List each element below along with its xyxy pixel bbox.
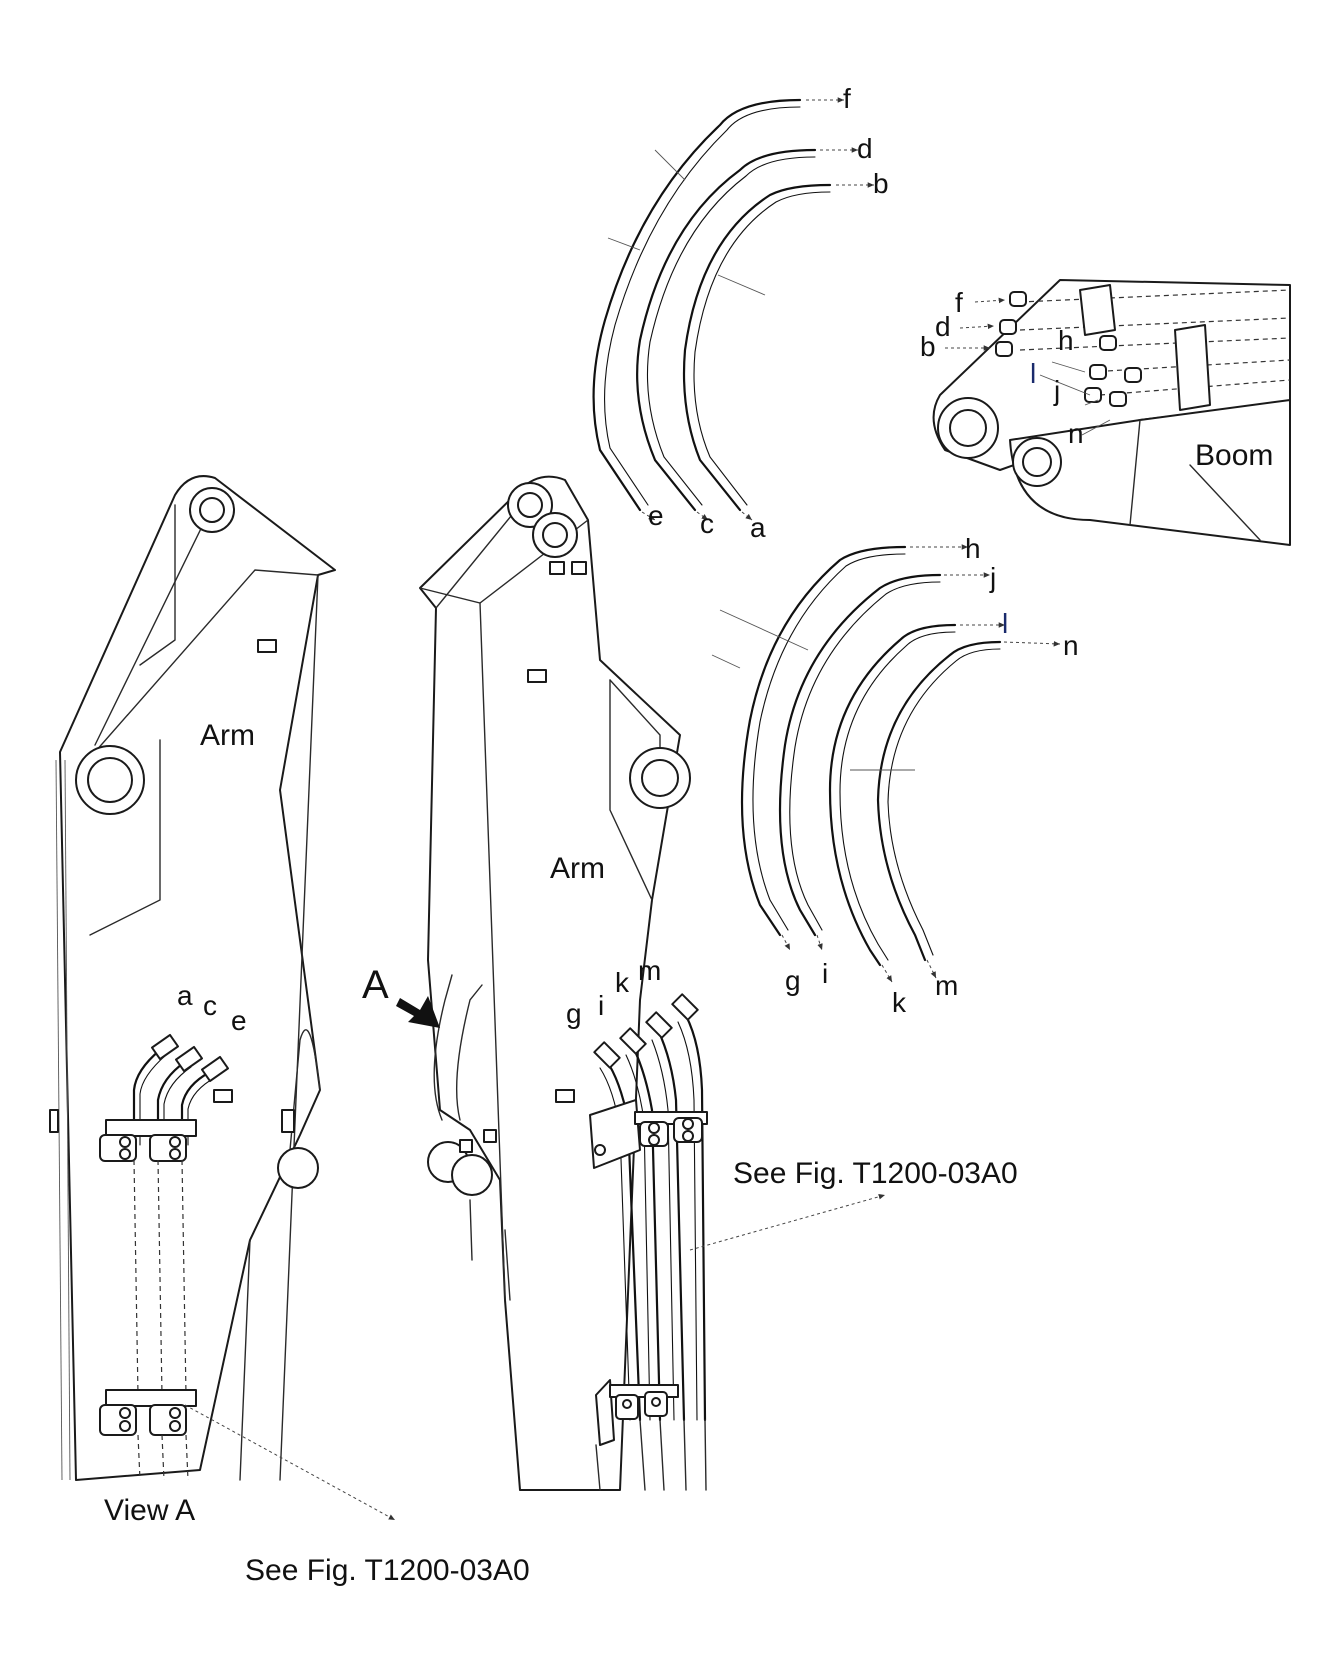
hose-label-b-boom: b: [920, 331, 936, 362]
hose-label-c-view: c: [203, 990, 217, 1021]
view-a-arrow-label: A: [362, 963, 389, 1007]
hose-label-i-right: i: [822, 958, 828, 989]
see-fig-label-center: See Fig. T1200-03A0: [733, 1157, 1018, 1190]
hose-label-d-boom: d: [935, 311, 951, 342]
hose-label-k-center: k: [615, 967, 630, 998]
hose-label-n-right: n: [1063, 630, 1079, 661]
hose-label-l-right: l: [1002, 608, 1008, 639]
view-a-label: View A: [104, 1494, 195, 1527]
hose-label-g-center: g: [566, 998, 582, 1029]
hose-label-h-boom: h: [1058, 325, 1074, 356]
hose-label-f-boom: f: [955, 287, 963, 318]
hose-label-j-boom: j: [1053, 375, 1060, 406]
hose-group-g-to-n: [711, 544, 1061, 983]
hose-label-d-top: d: [857, 133, 873, 164]
hose-label-e-top: e: [648, 500, 664, 531]
hose-label-h-right: h: [965, 533, 981, 564]
hose-label-b-top: b: [873, 168, 889, 199]
left-arm-view-a: [49, 475, 336, 1481]
boom-detail: [932, 279, 1291, 546]
hose-label-j-right: j: [989, 562, 996, 593]
arm-left-label: Arm: [200, 719, 255, 752]
hose-label-k-right: k: [892, 987, 907, 1018]
center-arm: [396, 475, 708, 1491]
hose-label-m-right: m: [935, 970, 958, 1001]
hose-label-e-view: e: [231, 1005, 247, 1036]
hose-label-a-view: a: [177, 980, 193, 1011]
hose-label-m-center: m: [638, 955, 661, 986]
leader-line-center: [689, 1194, 886, 1251]
hose-label-g-right: g: [785, 965, 801, 996]
hose-label-f-top: f: [843, 83, 851, 114]
hose-label-i-center: i: [598, 990, 604, 1021]
boom-label: Boom: [1195, 439, 1273, 472]
hose-label-n-boom: n: [1068, 418, 1084, 449]
hose-group-a-to-f: [592, 97, 874, 521]
arm-center-label: Arm: [550, 852, 605, 885]
see-fig-label-bottom: See Fig. T1200-03A0: [245, 1554, 530, 1587]
hose-label-c-top: c: [700, 508, 714, 539]
leader-line-view-a: [184, 1404, 396, 1521]
hose-label-a-top: a: [750, 512, 766, 543]
hose-label-l-boom: l: [1030, 358, 1036, 389]
